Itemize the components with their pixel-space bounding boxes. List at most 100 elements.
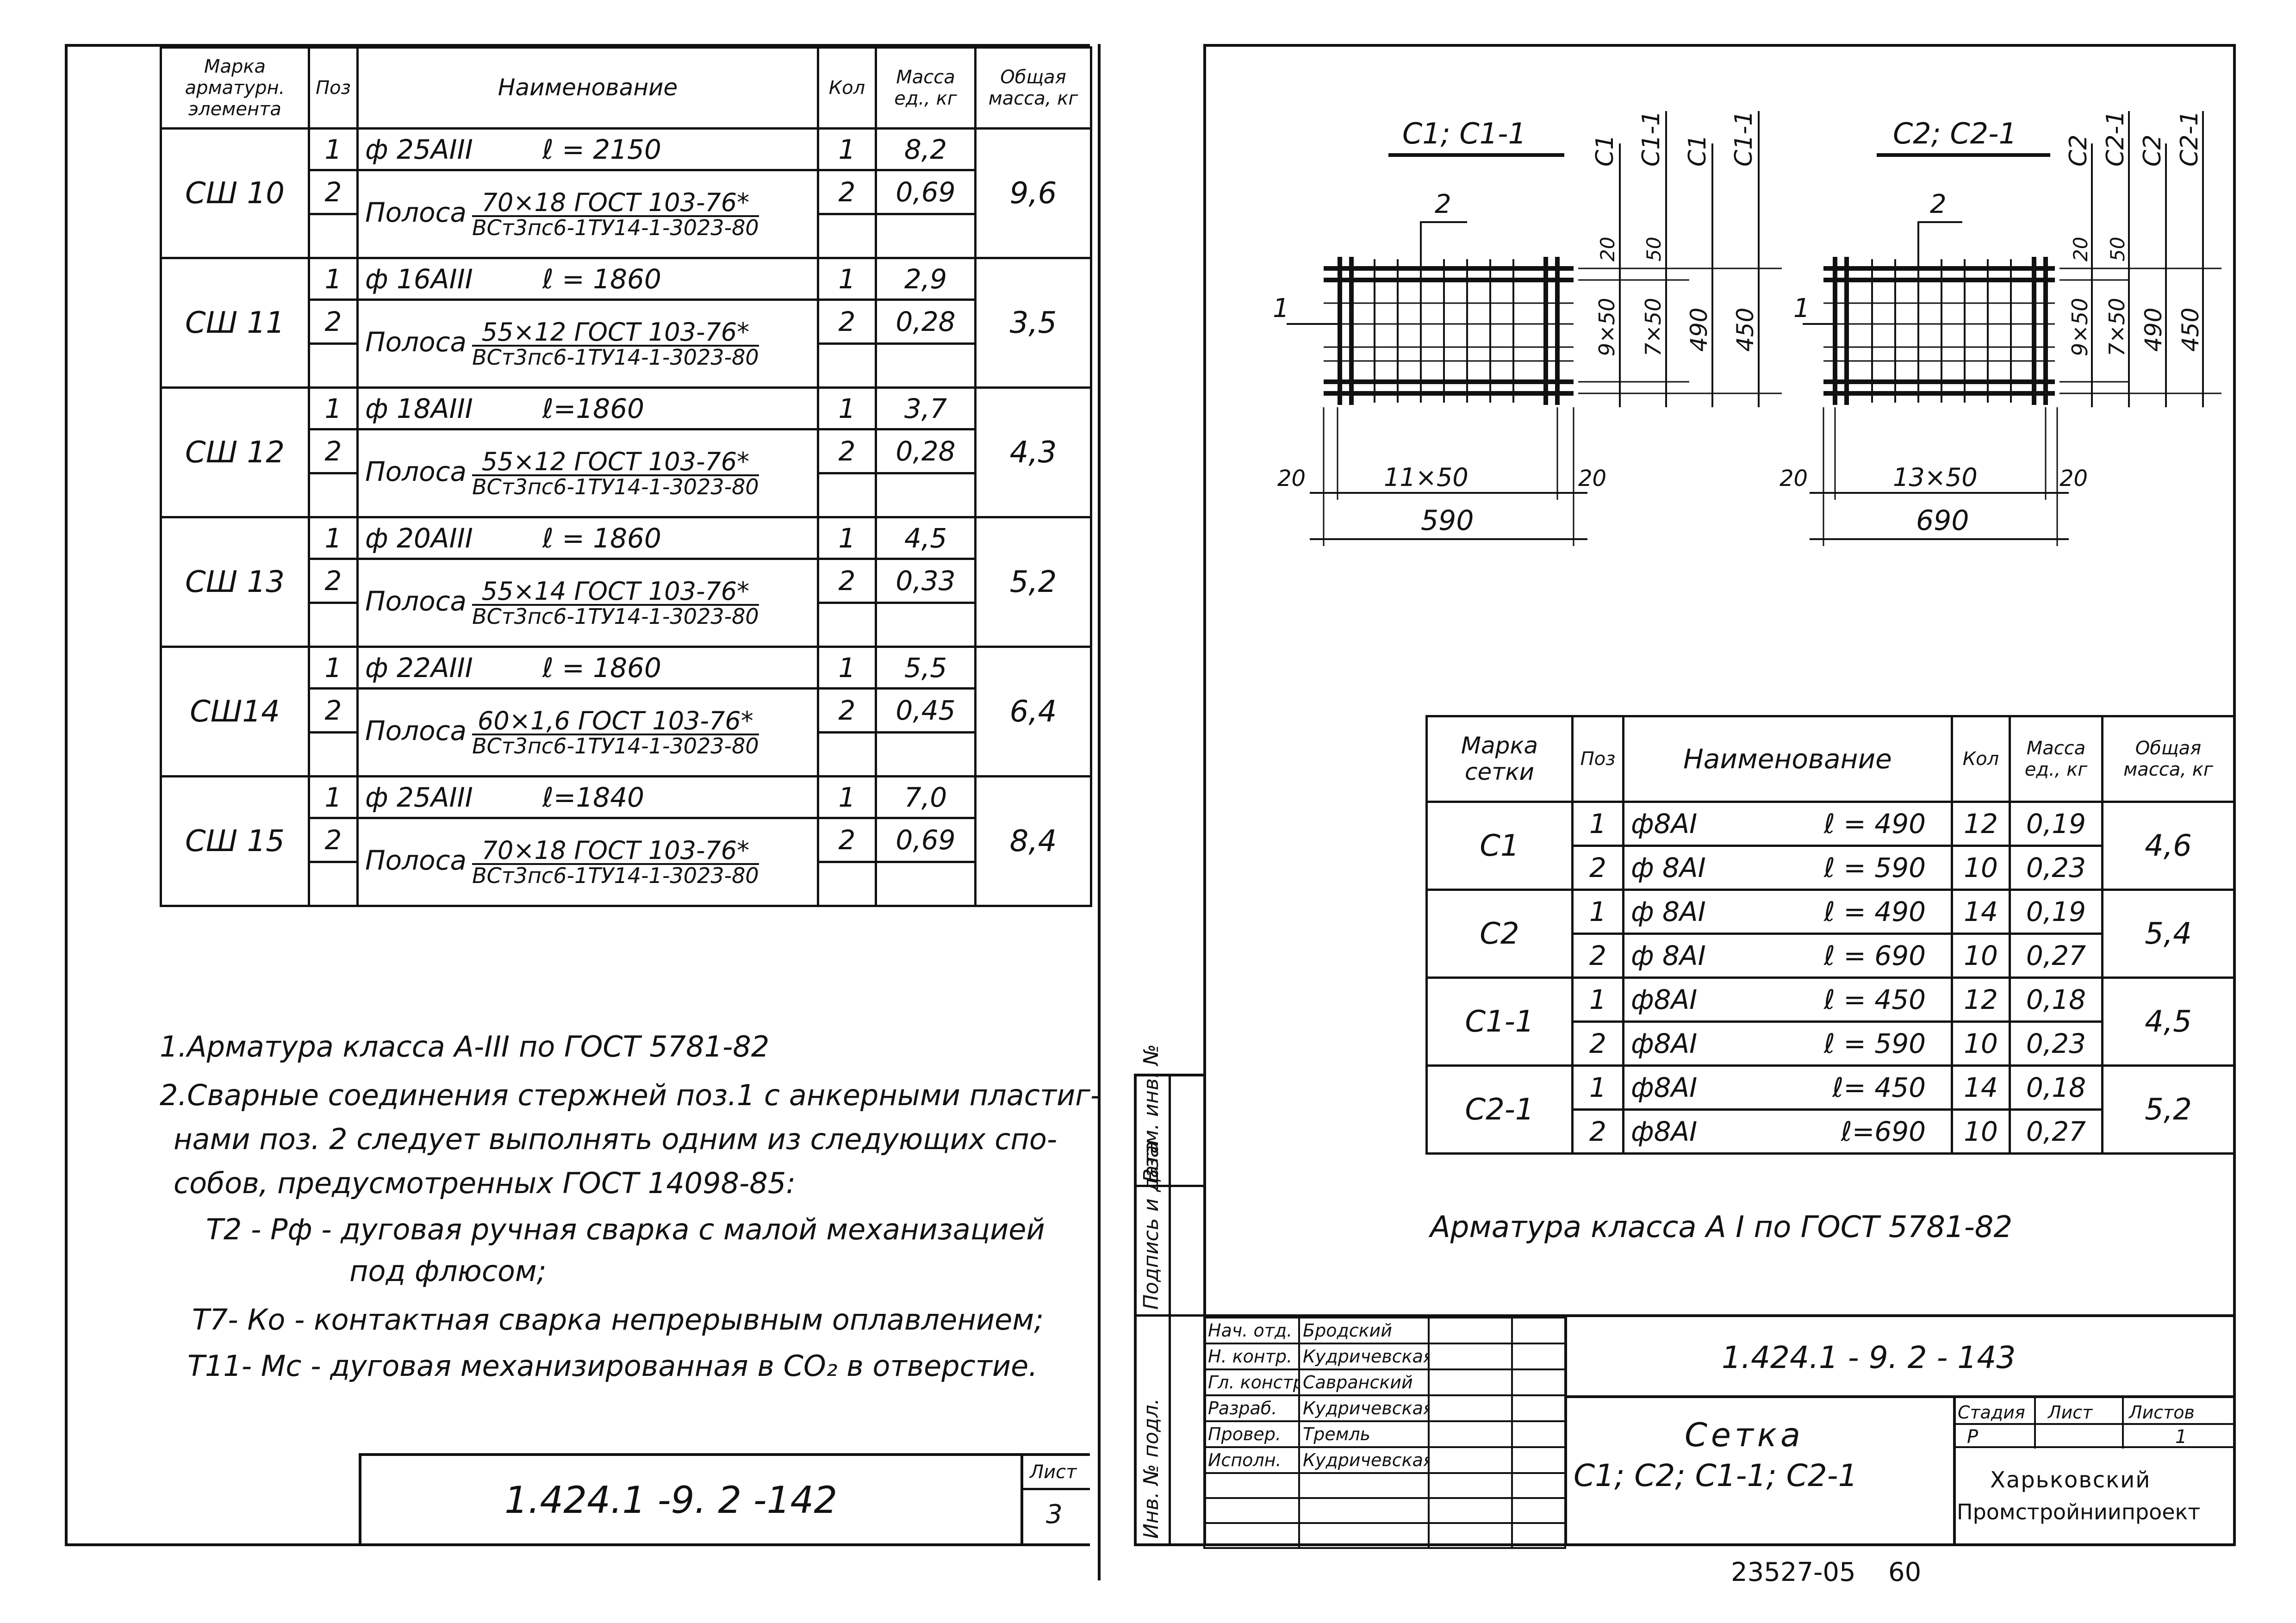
document-title-1: Сетка	[1685, 1416, 1804, 1454]
drawing-a-title: С1; С1-1	[1402, 117, 1526, 150]
bar-spec: ф 8АI	[1631, 852, 1706, 883]
document-code: 1.424.1 - 9. 2 - 143	[1722, 1340, 2016, 1375]
header-total-mass: Общая масса, кг	[974, 46, 1092, 130]
dim-right-inner: 7×50	[2104, 298, 2129, 356]
empty-cell	[1298, 1472, 1430, 1499]
position-number: 1	[1571, 801, 1624, 847]
quantity: 12	[1951, 801, 2011, 847]
empty-cell	[1428, 1497, 1513, 1524]
strip-size: 55×14 ГОСТ 103-76*	[472, 578, 759, 606]
document-title-2: С1; С2; С1-1; С2-1	[1574, 1458, 1858, 1493]
bar-unit-mass: 5,5	[875, 646, 977, 690]
dim-column-label: С2-1	[2176, 111, 2203, 167]
signer-role: Нач. отд.	[1203, 1317, 1300, 1344]
total-mass: 9,6	[974, 127, 1092, 259]
bar-unit-mass: 4,5	[875, 516, 977, 560]
empty-cell	[308, 731, 359, 777]
dim-column-label: С1-1	[1730, 111, 1758, 167]
strip-quantity: 2	[817, 298, 877, 345]
bar-length: ℓ = 490	[1823, 896, 1926, 927]
strip-fraction: 60×1,6 ГОСТ 103-76*ВСт3пс6-1ТУ14-1-3023-…	[472, 708, 759, 757]
note-line: 1.Арматура класса А-III по ГОСТ 5781-82	[160, 1030, 770, 1063]
footer-page: 60	[1888, 1557, 1922, 1587]
strip-unit-mass: 0,69	[875, 169, 977, 215]
empty-cell	[817, 731, 877, 777]
position-number: 2	[308, 558, 359, 604]
strip-fraction: 70×18 ГОСТ 103-76*ВСт3пс6-1ТУ14-1-3023-8…	[472, 838, 759, 886]
drawing-b-title: С2; С2-1	[1893, 117, 2017, 150]
quantity: 10	[1951, 933, 2011, 979]
strip-steel: ВСт3пс6-1ТУ14-1-3023-80	[472, 603, 759, 629]
note-line: 2.Сварные соединения стержней поз.1 с ан…	[160, 1078, 1101, 1112]
empty-cell	[1428, 1522, 1513, 1549]
left-stamp-sheet-number: 3	[1046, 1499, 1063, 1530]
dim-column-label: С2	[2065, 135, 2092, 167]
drawing-a-pos2: 2	[1435, 189, 1451, 219]
bar-description: ф 16АIII ℓ = 1860	[356, 257, 819, 301]
empty-cell	[308, 861, 359, 907]
dim-column-label: С2	[2139, 135, 2166, 167]
bar-quantity: 1	[817, 646, 877, 690]
strip-unit-mass: 0,28	[875, 428, 977, 474]
empty-cell	[1203, 1472, 1300, 1499]
total-mass: 6,4	[974, 646, 1092, 777]
left-stamp-code: 1.424.1 -9. 2 -142	[504, 1479, 838, 1522]
drawing-b: С2; С2-1 1 2 20 20 13×50 690	[1780, 111, 2221, 546]
strip-size: 70×18 ГОСТ 103-76*	[472, 190, 759, 217]
signature-cell	[1428, 1446, 1513, 1474]
strip-word: Полоса	[365, 326, 467, 358]
strip-size: 70×18 ГОСТ 103-76*	[472, 838, 759, 865]
position-number: 2	[308, 169, 359, 215]
date-cell	[1511, 1446, 1566, 1474]
strip-steel: ВСт3пс6-1ТУ14-1-3023-80	[472, 215, 759, 240]
bar-quantity: 1	[817, 127, 877, 171]
bar-length: ℓ= 450	[1832, 1072, 1926, 1103]
left-sheet-left-border	[65, 44, 68, 1546]
drawing-a: С1; С1-1 1 2 20 20 11×50 5	[1273, 111, 1782, 546]
signer-name: Тремль	[1298, 1420, 1430, 1448]
element-mark: СШ 13	[160, 516, 310, 648]
bar-unit-mass: 8,2	[875, 127, 977, 171]
bar-description: ф8АI ℓ= 450	[1622, 1064, 1953, 1111]
rt-header-unit-mass: Масса ед., кг	[2009, 715, 2103, 803]
bar-spec: ф8АI	[1631, 808, 1698, 839]
dim-right-total: 490	[2140, 308, 2167, 352]
date-cell	[1511, 1343, 1566, 1370]
strip-word: Полоса	[365, 196, 467, 228]
empty-cell	[817, 861, 877, 907]
strip-word: Полоса	[365, 844, 467, 876]
mesh-mark: С1	[1425, 801, 1574, 891]
empty-cell	[875, 861, 977, 907]
bar-length: ℓ = 490	[1823, 808, 1926, 839]
dim-column-label: С1-1	[1637, 111, 1665, 167]
element-mark: СШ 10	[160, 127, 310, 259]
bar-spec: ф8АI	[1631, 1072, 1698, 1103]
dim-column-label: С1	[1591, 135, 1619, 167]
organization-line-1: Харьковский	[1990, 1467, 2151, 1493]
mesh-mark: С1-1	[1425, 976, 1574, 1067]
dim-right-inner: 9×50	[2067, 298, 2092, 356]
quantity: 10	[1951, 845, 2011, 891]
empty-cell	[817, 472, 877, 518]
sheet-divider	[1098, 44, 1101, 1580]
strip-size: 55×12 ГОСТ 103-76*	[472, 449, 759, 476]
bar-unit-mass: 3,7	[875, 386, 977, 430]
right-sheet-bottom-border	[1134, 1543, 2235, 1546]
bar-length: ℓ = 1860	[542, 263, 661, 295]
strip-quantity: 2	[817, 817, 877, 863]
strip-fraction: 55×12 ГОСТ 103-76*ВСт3пс6-1ТУ14-1-3023-8…	[472, 449, 759, 497]
strip-fraction: 55×12 ГОСТ 103-76*ВСт3пс6-1ТУ14-1-3023-8…	[472, 319, 759, 368]
bar-spec: ф 16АIII	[365, 263, 473, 295]
signer-role: Н. контр.	[1203, 1343, 1300, 1370]
element-mark: СШ 12	[160, 386, 310, 518]
signer-name: Савранский	[1298, 1368, 1430, 1396]
empty-cell	[817, 602, 877, 648]
dim-right-edge: 20	[1596, 237, 1619, 261]
strip-size: 60×1,6 ГОСТ 103-76*	[472, 708, 759, 735]
dim-column-label: С2-1	[2102, 111, 2129, 167]
strip-fraction: 70×18 ГОСТ 103-76*ВСт3пс6-1ТУ14-1-3023-8…	[472, 190, 759, 238]
